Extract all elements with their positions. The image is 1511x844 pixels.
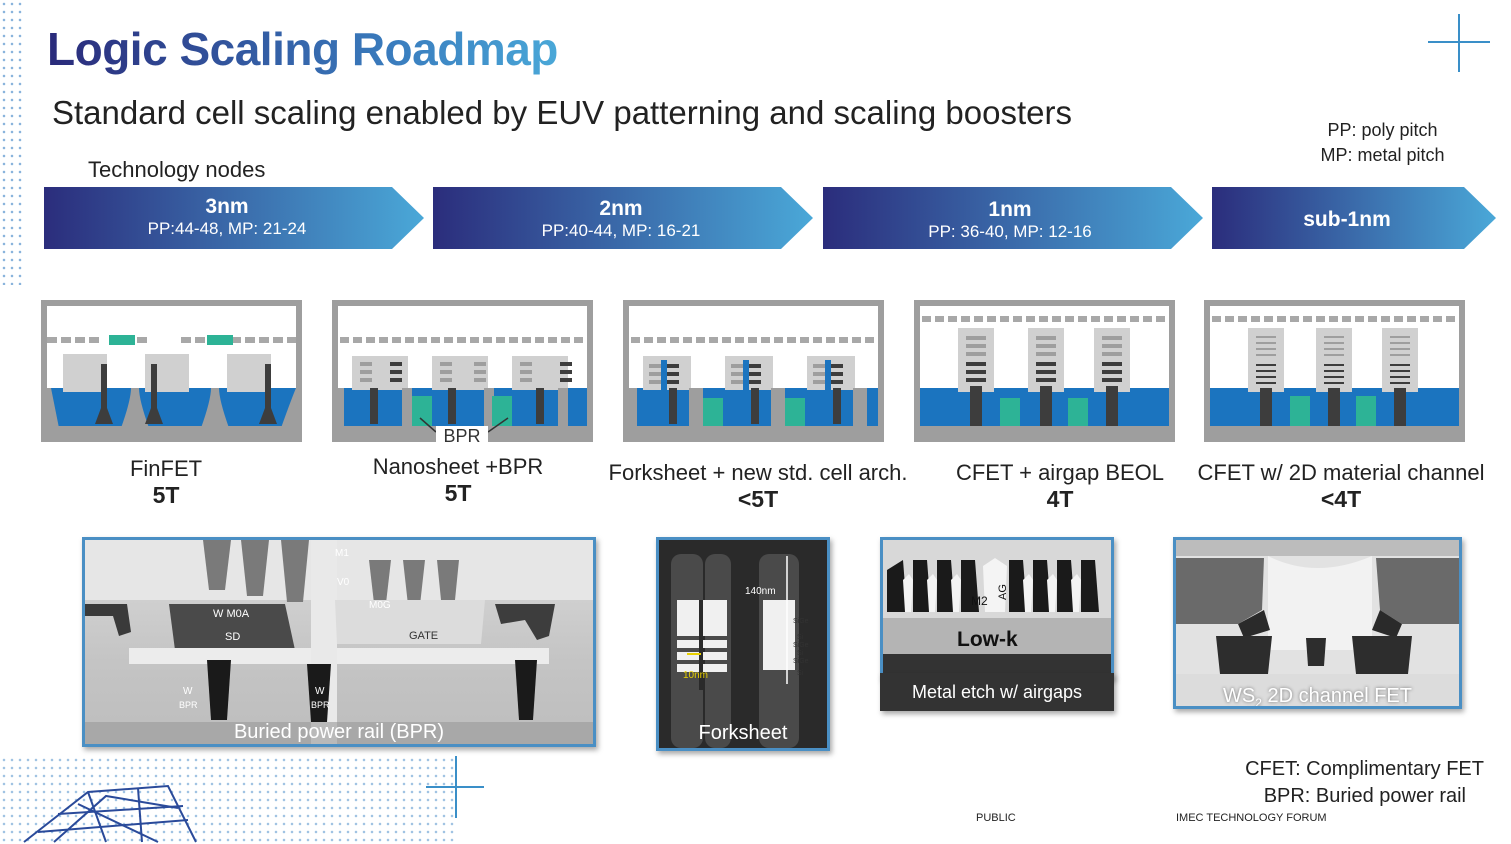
legend-cfet: CFET: Complimentary FET xyxy=(1245,758,1484,780)
caption-finfet: FinFET 5T xyxy=(66,456,266,509)
forksheet-label: Si xyxy=(797,670,804,677)
cell-name: Forksheet + new std. cell arch. xyxy=(608,460,908,485)
ws2-caption: WS2 2D channel FET xyxy=(1176,685,1459,709)
caption-cfet-airgap: CFET + airgap BEOL 4T xyxy=(940,460,1180,513)
node-arrow-3nm xyxy=(44,187,424,249)
node-arrow-1nm xyxy=(823,187,1203,249)
legend-pp: PP: poly pitch xyxy=(1327,120,1438,140)
node-name: 3nm xyxy=(205,195,249,218)
node-arrow-sub1nm xyxy=(1212,187,1496,249)
cell-name: Nanosheet +BPR xyxy=(372,454,544,479)
bpr-label: BPR xyxy=(443,426,480,442)
node-name: 2nm xyxy=(599,197,643,220)
tem-label: W xyxy=(315,686,325,697)
cell-tracks: 5T xyxy=(152,482,180,508)
cell-tracks: <4T xyxy=(1320,486,1362,512)
forksheet-tem-image: 140nm 10nm SiGe Si SiGe Si SiGe Si Forks… xyxy=(656,537,830,751)
node-pitch: PP: 36-40, MP: 12-16 xyxy=(928,222,1092,241)
forksheet-label: Si xyxy=(797,634,804,641)
cell-tracks: 4T xyxy=(1046,486,1074,512)
pitch-legend: PP: poly pitch MP: metal pitch xyxy=(1300,118,1465,168)
airgap-label: AG xyxy=(996,584,1009,600)
tem-label: M0G xyxy=(369,600,391,611)
cell-name: CFET + airgap BEOL xyxy=(955,460,1165,485)
footer-public: PUBLIC xyxy=(976,812,1016,824)
forksheet-caption: Forksheet xyxy=(698,722,788,744)
ws2-caption-rest: 2D channel FET xyxy=(1261,685,1412,707)
footer-forum: IMEC TECHNOLOGY FORUM xyxy=(1176,812,1327,824)
forksheet-label: SiGe xyxy=(793,642,809,649)
cell-tracks: <5T xyxy=(737,486,779,512)
node-sub1nm: sub-1nm xyxy=(1157,208,1511,232)
cfet-2d-diagram xyxy=(1204,300,1465,442)
forksheet-label: 140nm xyxy=(745,586,776,597)
caption-forksheet: Forksheet + new std. cell arch. <5T xyxy=(598,460,918,513)
airgap-caption-bar xyxy=(880,673,1114,711)
tem-label: BPR xyxy=(311,700,330,710)
caption-cfet-2d: CFET w/ 2D material channel <4T xyxy=(1186,460,1496,513)
caption-nanosheet: Nanosheet +BPR 5T xyxy=(348,454,568,507)
node-name: 1nm xyxy=(988,198,1032,221)
forksheet-label: Si xyxy=(797,650,804,657)
tem-label: SD xyxy=(225,631,241,643)
node-2nm: 2nm PP:40-44, MP: 16-21 xyxy=(431,197,811,241)
finfet-diagram xyxy=(41,300,302,442)
legend-bpr: BPR: Buried power rail xyxy=(1263,785,1466,807)
plus-icon xyxy=(426,756,484,818)
airgap-caption-text: Metal etch w/ airgaps xyxy=(911,682,1083,702)
ws2-caption-sub: 2 xyxy=(1255,696,1262,709)
dot-pattern-top-left xyxy=(0,0,26,285)
cell-name: FinFET xyxy=(129,456,203,481)
bpr-tem-drawing xyxy=(85,540,593,744)
ws2-caption-main: WS xyxy=(1223,685,1256,707)
node-3nm: 3nm PP:44-48, MP: 21-24 xyxy=(37,195,417,239)
page-subtitle: Standard cell scaling enabled by EUV pat… xyxy=(52,94,1072,131)
tem-label: W M0A xyxy=(213,608,250,620)
node-pitch: PP:44-48, MP: 21-24 xyxy=(147,219,307,238)
forksheet-label: 10nm xyxy=(683,670,709,681)
page-title: Logic Scaling Roadmap xyxy=(47,23,558,75)
airgap-label: Low-k xyxy=(957,628,1018,651)
ws2-drawing xyxy=(1176,540,1459,706)
mesh-logo-graphic xyxy=(23,784,197,843)
tem-label: M1 xyxy=(335,548,349,559)
node-arrow-2nm xyxy=(433,187,813,249)
tem-label: GATE xyxy=(409,630,439,642)
node-name: sub-1nm xyxy=(1303,208,1391,231)
abbrev-legend: CFET: Complimentary FET BPR: Buried powe… xyxy=(1240,756,1484,810)
forksheet-label: SiGe xyxy=(793,658,809,665)
tem-label: V0 xyxy=(337,577,350,588)
ws2-tem-image: WS2 2D channel FET xyxy=(1173,537,1462,709)
forksheet-diagram xyxy=(623,300,884,442)
airgap-label: M2 xyxy=(971,594,988,608)
cell-name: CFET w/ 2D material channel xyxy=(1197,460,1485,485)
node-pitch: PP:40-44, MP: 16-21 xyxy=(541,221,701,240)
forksheet-label: SiGe xyxy=(793,618,809,625)
bpr-caption: Buried power rail (BPR) xyxy=(233,721,445,743)
airgap-tem-image: M2 AG Low-k Metal etch w/ airgaps xyxy=(880,537,1114,679)
legend-mp: MP: metal pitch xyxy=(1320,145,1445,165)
tem-label: BPR xyxy=(179,700,198,710)
node-1nm: 1nm PP: 36-40, MP: 12-16 xyxy=(820,198,1200,242)
tem-label: W xyxy=(183,686,193,697)
nanosheet-diagram: BPR xyxy=(332,300,593,442)
forksheet-drawing xyxy=(659,540,827,748)
plus-icon xyxy=(1428,14,1490,72)
airgap-drawing xyxy=(883,540,1111,676)
cfet-airgap-diagram xyxy=(914,300,1175,442)
bpr-tem-image: M1 V0 M0G W M0A SD GATE W BPR W BPR Buri… xyxy=(82,537,596,747)
cell-tracks: 5T xyxy=(444,480,472,506)
technology-nodes-label: Technology nodes xyxy=(88,157,266,182)
